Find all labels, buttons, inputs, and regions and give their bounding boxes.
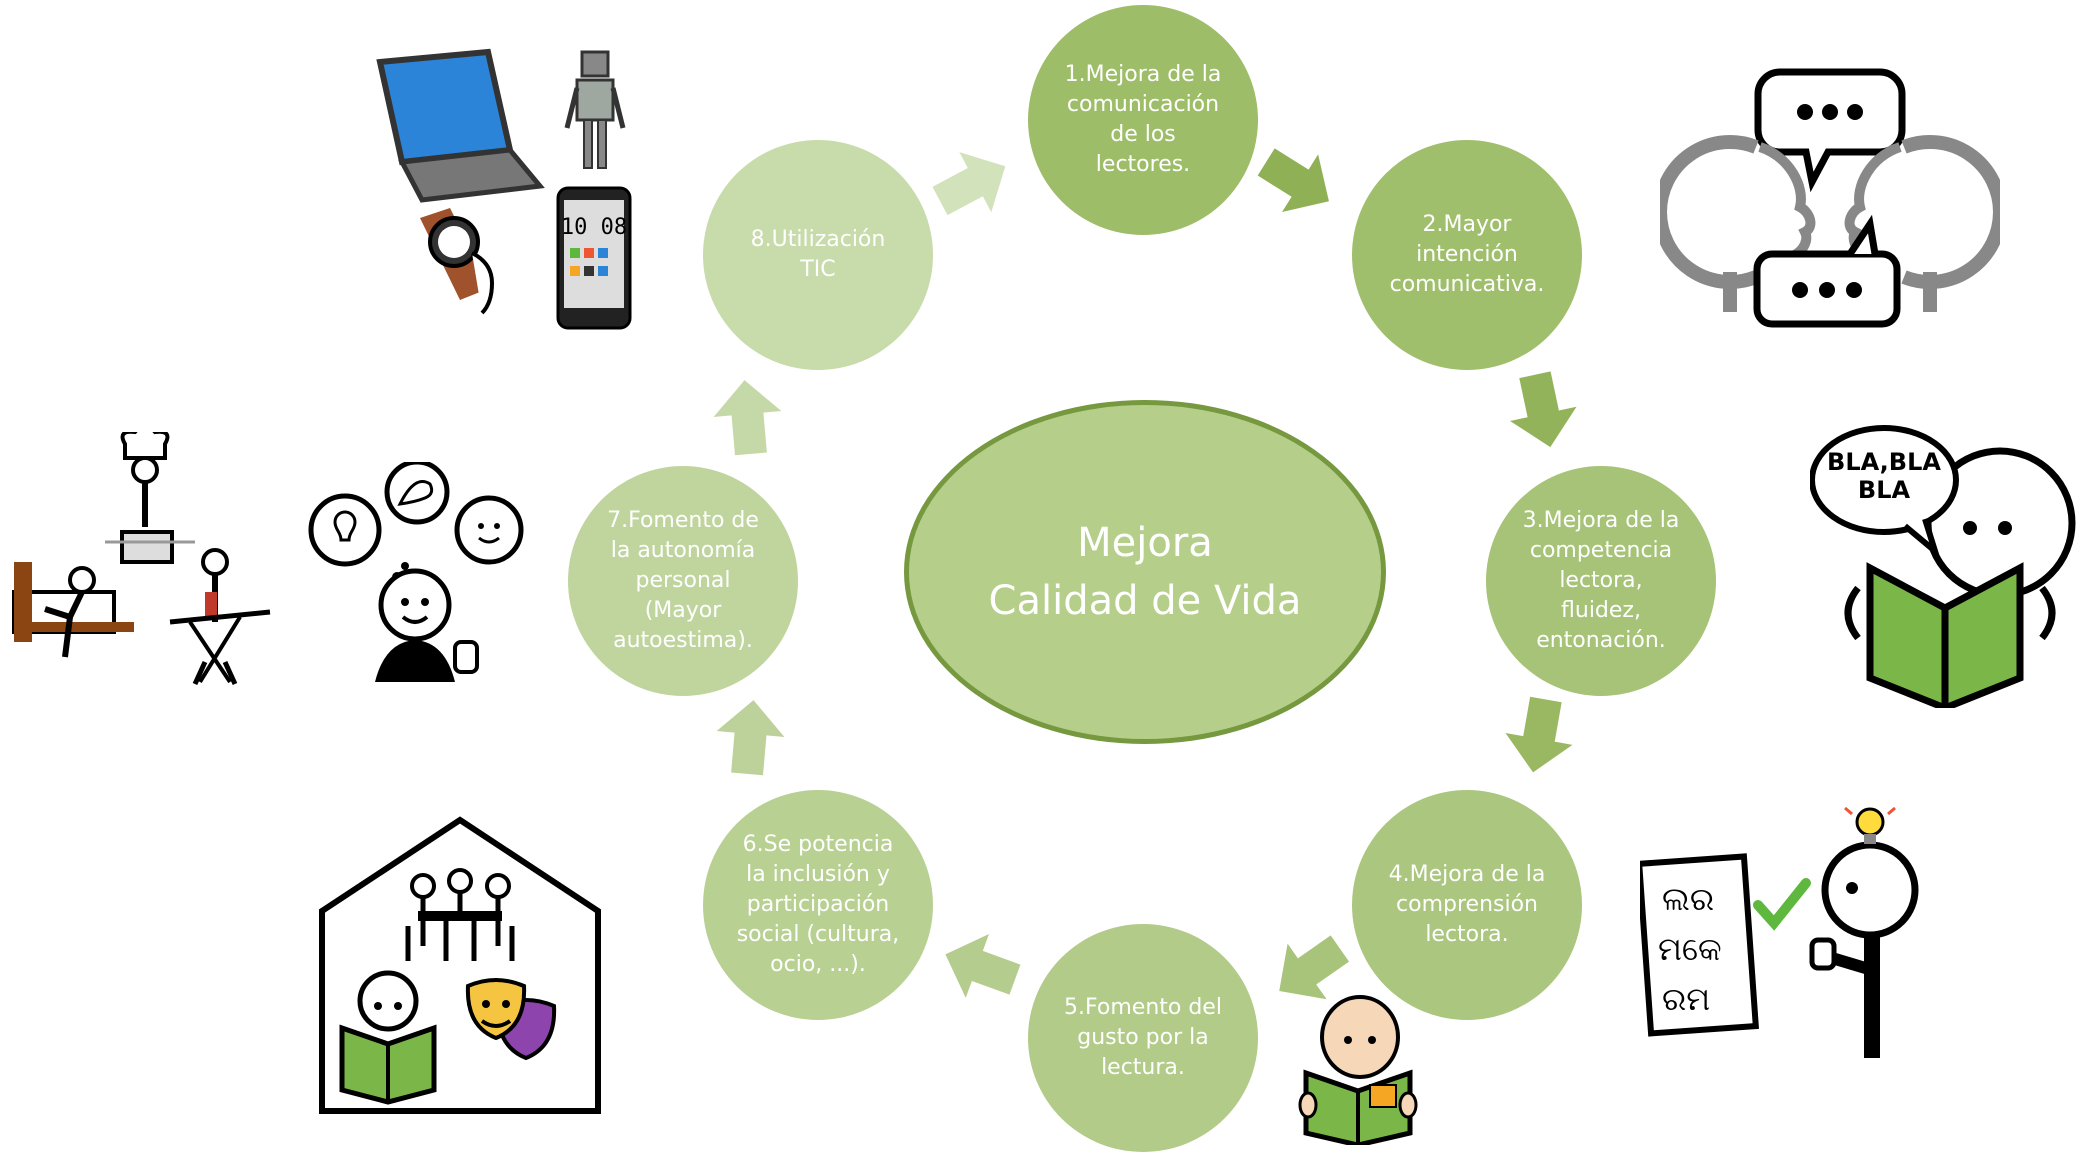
- arrow-5-6: [945, 933, 1021, 998]
- step-6-circle: 6.Se potencia la inclusión y participaci…: [703, 790, 933, 1020]
- step-1-circle: 1.Mejora de la comunicación de los lecto…: [1028, 5, 1258, 235]
- meeting-table-icon: [405, 868, 515, 961]
- theater-masks-icon: [465, 978, 557, 1061]
- house-culture-icon: [318, 816, 602, 1116]
- arrow-8-1: [932, 152, 1006, 216]
- step-7-circle: 7.Fomento de la autonomía personal (Mayo…: [568, 466, 798, 696]
- chart-line-2: ମକେ: [1658, 930, 1722, 968]
- arrow-shape: [716, 700, 785, 776]
- arrow-shape: [1257, 148, 1329, 213]
- arrow-7-8: [713, 380, 782, 456]
- arrow-shape: [945, 933, 1021, 998]
- technology-devices-icon: 10 08: [372, 48, 636, 334]
- bubble-line-2: BLA: [1858, 476, 1911, 504]
- robot-icon: [564, 50, 626, 169]
- arrow-shape: [1505, 696, 1573, 773]
- eye-chart-reading-icon: ଲର ମକେ ରମ: [1640, 800, 1940, 1062]
- arrow-shape: [1279, 935, 1350, 1000]
- step-3-circle: 3.Mejora de la competencia lectora, flui…: [1486, 466, 1716, 696]
- arrow-shape: [1509, 371, 1577, 448]
- arrow-3-4: [1505, 696, 1573, 773]
- arrow-2-3: [1509, 371, 1577, 448]
- bubble-line-1: BLA,BLA: [1827, 448, 1941, 476]
- arrow-shape: [932, 152, 1006, 216]
- arrow-shape: [713, 380, 782, 456]
- step-2-circle: 2.Mayor intención comunicativa.: [1352, 140, 1582, 370]
- smartphone-icon: 10 08: [556, 186, 632, 330]
- step-8-circle: 8.Utilización TIC: [703, 140, 933, 370]
- arrow-4-5: [1279, 935, 1350, 1000]
- smartwatch-icon: [420, 208, 495, 315]
- book-reader-icon: [339, 970, 437, 1105]
- phone-clock: 10 08: [561, 215, 627, 240]
- center-quality-of-life: Mejora Calidad de Vida: [904, 400, 1386, 744]
- laptop-icon: [376, 48, 545, 203]
- child-reading-icon: [1298, 995, 1418, 1145]
- chart-line-3: ରମ: [1662, 980, 1710, 1018]
- arrow-6-7: [716, 700, 785, 776]
- household-tasks-icon: [10, 432, 272, 687]
- self-esteem-icon: [305, 462, 527, 684]
- step-4-circle: 4.Mejora de la comprensión lectora.: [1352, 790, 1582, 1020]
- arrow-1-2: [1257, 148, 1329, 213]
- conversation-icon: [1660, 22, 2000, 332]
- step-5-circle: 5.Fomento del gusto por la lectura.: [1028, 924, 1258, 1152]
- chart-line-1: ଲର: [1662, 880, 1714, 918]
- reading-aloud-icon: BLA,BLA BLA: [1810, 418, 2082, 708]
